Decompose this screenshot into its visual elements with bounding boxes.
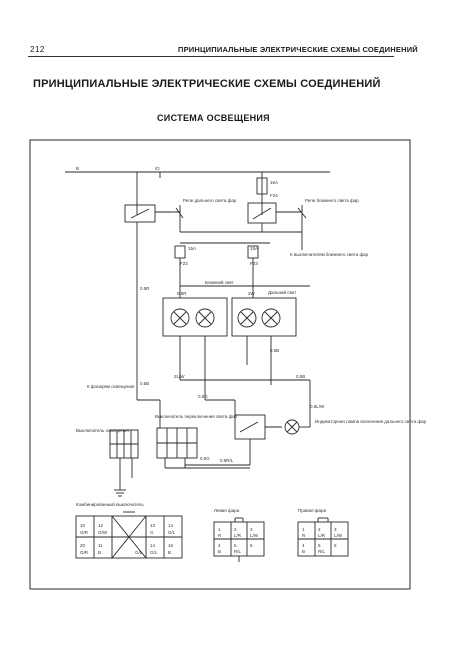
- cl-bot-color: G/L: [150, 550, 158, 555]
- cl-bot-color: B: [98, 550, 101, 555]
- fuse-label-3: 15A: [188, 246, 196, 251]
- cr-top-color: L/R: [318, 533, 326, 538]
- cl-top-color: O/R: [80, 530, 89, 535]
- terminal-b-label: B: [76, 166, 79, 171]
- wire-label-1: 0.5R: [140, 286, 150, 291]
- wire-label-10: 0.5G: [200, 456, 210, 461]
- cr-top-pin: 3: [334, 527, 337, 532]
- cl-bot-color: B: [168, 550, 171, 555]
- fuse-top-right: [256, 177, 268, 195]
- wire-label-8: 0.5B: [296, 374, 305, 379]
- fuse-label-1: 15A: [270, 180, 278, 185]
- cr-bot-color: R/L: [318, 549, 326, 554]
- cl-top-pin: 12: [98, 523, 104, 528]
- right-headlamp: [231, 297, 297, 337]
- wire-label-6: 0.5B: [140, 381, 149, 386]
- cm-top-color: L/R: [234, 533, 242, 538]
- label-to-lamp: К фонарям освещения: [87, 384, 135, 389]
- label-right-head: Правая фара: [298, 508, 326, 513]
- cm-top-color: L/W: [250, 533, 259, 538]
- cl-bot-pin: 16: [168, 543, 174, 548]
- cm-bot-pin: 5: [234, 543, 237, 548]
- cl-top-color: G: [150, 530, 154, 535]
- cm-bot-color: R/L: [234, 549, 242, 554]
- cl-bot-color: O/R: [80, 550, 89, 555]
- header-rule: [28, 56, 394, 57]
- fuse-label-6: F23: [250, 261, 258, 266]
- cr-bot-pin: 5: [318, 543, 321, 548]
- label-headlight-switch: Выключатель освещения: [76, 428, 129, 433]
- cr-top-color: L/W: [334, 533, 343, 538]
- label-high-beam-relay: Реле дальнего света фар: [183, 198, 237, 203]
- fuse-label-4: 15A: [250, 246, 258, 251]
- fuse-label-2: F24: [270, 193, 278, 198]
- main-title: ПРИНЦИПИАЛЬНЫЕ ЭЛЕКТРИЧЕСКИЕ СХЕМЫ СОЕДИ…: [33, 78, 381, 90]
- cl-bot-color: G/L: [135, 550, 143, 555]
- cl-top-pin: 10: [80, 523, 86, 528]
- label-bottom-switch: Комбинированный выключатель: [76, 501, 144, 507]
- running-title: ПРИНЦИПИАЛЬНЫЕ ЭЛЕКТРИЧЕСКИЕ СХЕМЫ СОЕДИ…: [178, 45, 418, 54]
- fuse-label-5: F22: [180, 261, 188, 266]
- cr-top-pin: 1: [302, 527, 305, 532]
- cm-top-pin: 2: [234, 527, 237, 532]
- cl-top-color: G/L: [168, 530, 176, 535]
- cl-top-pin: 13: [150, 523, 156, 528]
- wire-label-9: 0.5L/W: [310, 404, 325, 409]
- high-beam-relay: [124, 204, 156, 223]
- cr-top-color: R: [302, 533, 306, 538]
- label-to-relay: К выключателям ближнего света фар: [290, 252, 369, 257]
- cr-bot-color: B: [302, 549, 305, 554]
- cm-bot-pin: 4: [218, 543, 221, 548]
- cl-top-pin: 14: [168, 523, 174, 528]
- cl-bot-pin: 11: [98, 543, 103, 548]
- page-number: 212: [30, 45, 45, 54]
- cl-top-color: G/W: [98, 530, 108, 535]
- cm-bot-color: B: [218, 549, 221, 554]
- label-low-beam: Ближний свет: [205, 279, 234, 285]
- left-headlamp: [162, 297, 228, 337]
- label-indicator: Индикаторная лампа включения дальнего св…: [315, 419, 427, 424]
- cr-bot-pin: 6: [334, 543, 337, 548]
- wire-label-7: 0.5G: [198, 394, 208, 399]
- cl-bot-pin: 20: [80, 543, 86, 548]
- cm-top-color: R: [218, 533, 222, 538]
- cr-top-pin: 2: [318, 527, 321, 532]
- cm-top-pin: 3: [250, 527, 253, 532]
- label-high-beam: Дальний свет: [268, 289, 296, 295]
- dimmer-switch: [234, 414, 266, 440]
- label-left-head: Левая фара: [214, 508, 240, 513]
- wire-label-3: 2W: [248, 291, 256, 296]
- cm-top-pin: 1: [218, 527, 221, 532]
- terminal-ig-label: IG: [155, 166, 160, 171]
- cl-bot-pin: 14: [150, 543, 156, 548]
- cr-bot-pin: 4: [302, 543, 305, 548]
- label-turn-switch: Выключатель переключения света фар: [155, 414, 238, 419]
- section-title: СИСТЕМА ОСВЕЩЕНИЯ: [157, 113, 270, 123]
- wire-label-11: 0.5R/L: [220, 458, 234, 463]
- wire-label-4: 0.5B: [270, 348, 279, 353]
- cm-bot-pin: 6: [250, 543, 253, 548]
- diagram-frame: [29, 139, 411, 590]
- wire-label-2: 0.5R: [177, 291, 187, 296]
- label-dimmer-relay: Реле ближнего света фар: [305, 198, 359, 203]
- wire-label-5: 2L/W: [174, 374, 185, 379]
